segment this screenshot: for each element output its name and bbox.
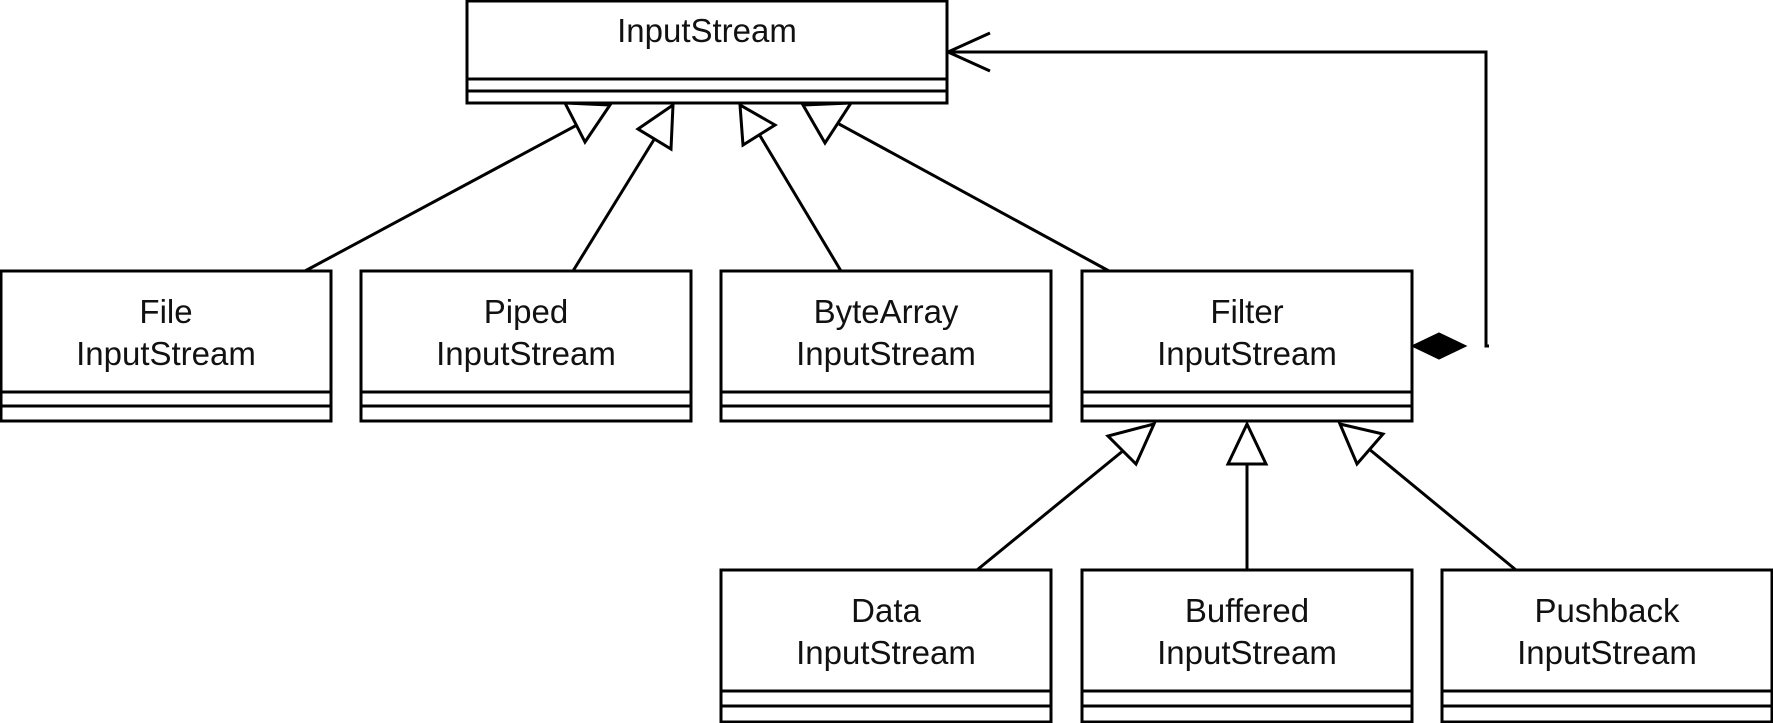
arrowheads — [562, 101, 1386, 467]
class-piped-input-stream: Piped InputStream — [359, 269, 693, 423]
generalization-edge-file — [304, 123, 578, 273]
class-name-line2: InputStream — [1517, 634, 1697, 671]
class-name-line1: File — [139, 293, 192, 330]
composition-diamond-icon — [1410, 332, 1468, 360]
class-name: InputStream — [617, 12, 797, 49]
generalization-arrowhead-icon — [800, 101, 854, 146]
generalization-edge-data — [976, 448, 1125, 572]
generalization-edge-pushback — [1368, 447, 1517, 572]
generalization-edge-piped — [571, 137, 657, 272]
class-bytearray-input-stream: ByteArray InputStream — [719, 269, 1053, 423]
class-name-line1: Data — [851, 592, 921, 629]
generalization-arrowhead-icon — [562, 101, 613, 145]
class-name-line1: Pushback — [1535, 592, 1680, 629]
class-name-line1: Piped — [484, 293, 568, 330]
class-name-line2: InputStream — [796, 335, 976, 372]
generalization-edge-bytearray — [757, 133, 843, 272]
generalization-edge-filter — [838, 122, 1110, 273]
class-pushback-input-stream: Pushback InputStream — [1440, 568, 1773, 723]
generalization-arrowhead-icon — [1105, 421, 1157, 467]
relations — [304, 50, 1517, 572]
class-name-line1: Filter — [1210, 293, 1283, 330]
composition-edge — [948, 50, 1489, 348]
class-name-line2: InputStream — [1157, 335, 1337, 372]
class-name-line2: InputStream — [76, 335, 256, 372]
class-input-stream: InputStream — [465, 0, 949, 105]
class-name-line2: InputStream — [796, 634, 976, 671]
class-file-input-stream: File InputStream — [0, 269, 333, 423]
generalization-arrowhead-icon — [1337, 421, 1386, 467]
generalization-arrowhead-icon — [738, 102, 778, 148]
class-data-input-stream: Data InputStream — [719, 568, 1053, 723]
class-filter-input-stream: Filter InputStream — [1080, 269, 1414, 423]
class-name-line1: Buffered — [1185, 592, 1309, 629]
class-name-line2: InputStream — [436, 335, 616, 372]
class-name-line1: ByteArray — [814, 293, 959, 330]
class-buffered-input-stream: Buffered InputStream — [1080, 568, 1414, 723]
generalization-arrowhead-icon — [1225, 420, 1269, 466]
generalization-arrowhead-icon — [635, 102, 675, 152]
class-name-line2: InputStream — [1157, 634, 1337, 671]
